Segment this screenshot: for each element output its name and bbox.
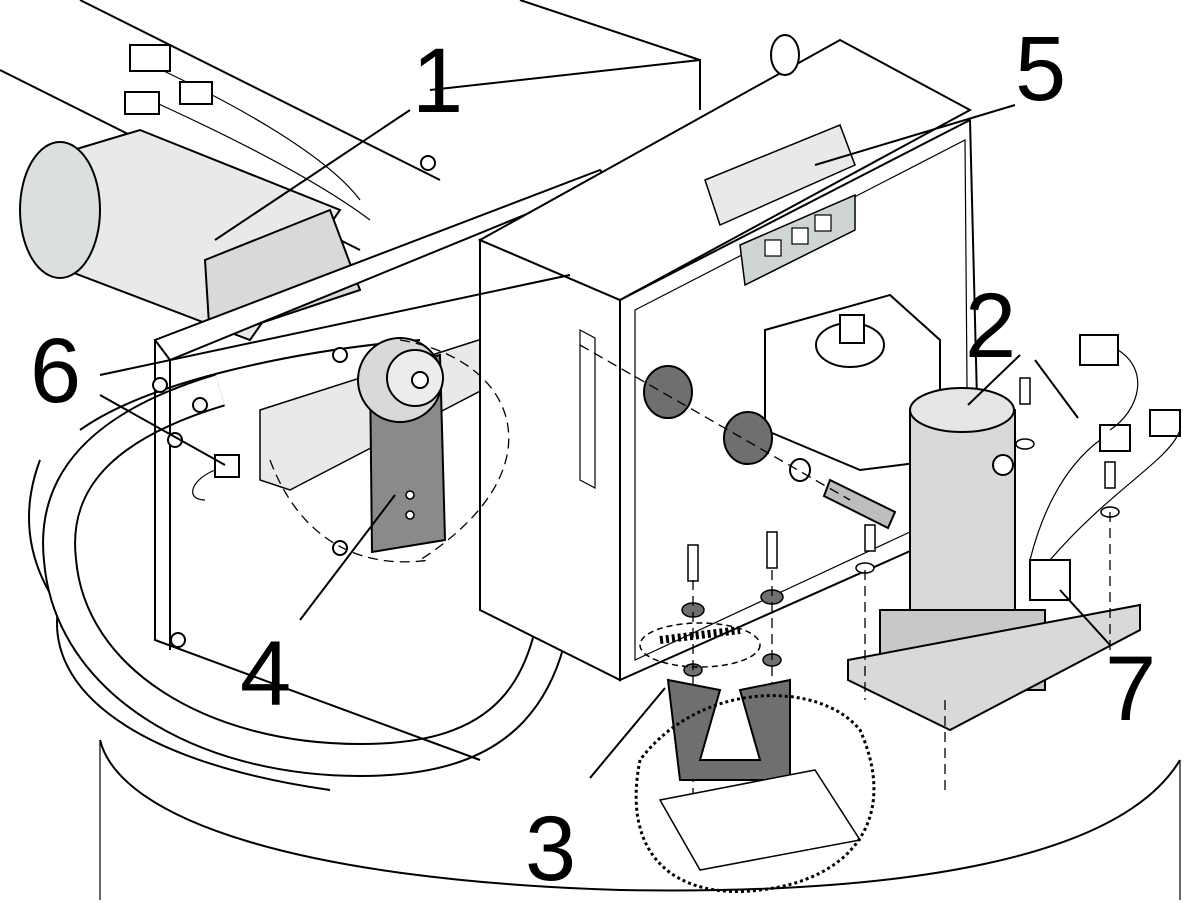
connector-icon — [129, 44, 171, 72]
callout-1: 1 — [412, 30, 463, 132]
leader-line-3 — [589, 687, 666, 779]
connector-icon — [1149, 409, 1181, 437]
leader-lines — [99, 104, 1111, 779]
leader-line-2b — [1034, 359, 1079, 419]
cylinder — [847, 387, 1141, 732]
leader-line-1 — [214, 109, 411, 241]
circuit-board — [704, 124, 856, 287]
motor — [19, 128, 362, 342]
callout-4: 4 — [240, 623, 291, 725]
leader-line-5 — [814, 104, 1016, 166]
connector-icon — [124, 91, 160, 115]
connector-icon — [179, 81, 213, 105]
rollers — [579, 344, 897, 530]
callout-5: 5 — [1015, 18, 1066, 120]
clamp-assembly — [634, 622, 876, 893]
callout-3: 3 — [525, 798, 576, 900]
connector-icon — [1099, 424, 1131, 452]
callout-2: 2 — [965, 275, 1016, 377]
leader-line-2 — [967, 354, 1021, 406]
cabinet — [477, 34, 982, 682]
callout-7: 7 — [1105, 638, 1156, 740]
base-housing — [28, 339, 1181, 900]
leader-line-6a — [99, 274, 571, 376]
leader-line-7 — [1059, 589, 1111, 646]
connector-icon — [1079, 334, 1119, 366]
callout-6: 6 — [30, 320, 81, 422]
callouts: 1 2 3 4 5 6 7 — [30, 18, 1156, 900]
leader-line-4 — [299, 494, 396, 621]
leader-line-6b — [99, 394, 226, 466]
